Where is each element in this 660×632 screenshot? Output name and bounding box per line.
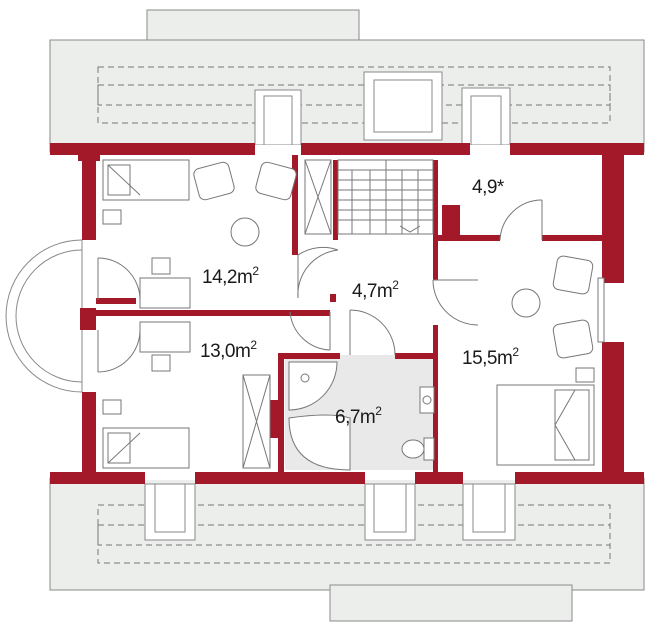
room-area-bedroom-left-bottom: 13,0m2 — [200, 338, 257, 362]
room-labels: 14,2m2 4,7m2 4,9* 13,0m2 15,5m2 6,7m2 — [200, 177, 520, 428]
room-area-bedroom-left-top: 14,2m2 — [202, 264, 259, 288]
bay-window — [5, 239, 83, 393]
staircase — [337, 159, 434, 235]
room-area-storage: 4,9* — [472, 177, 505, 198]
doors — [97, 199, 543, 373]
bathroom-fixtures — [288, 361, 435, 471]
dormer-windows-top — [254, 71, 511, 146]
room-area-hall: 4,7m2 — [352, 278, 399, 302]
wardrobes — [242, 159, 332, 469]
furniture — [102, 161, 605, 415]
room-area-bedroom-right: 15,5m2 — [462, 345, 519, 369]
dormer-windows-bottom — [144, 483, 516, 541]
walls — [50, 143, 644, 484]
room-area-bathroom: 6,7m2 — [335, 404, 382, 428]
roof-dashed-line — [97, 66, 611, 564]
beds — [102, 159, 595, 469]
